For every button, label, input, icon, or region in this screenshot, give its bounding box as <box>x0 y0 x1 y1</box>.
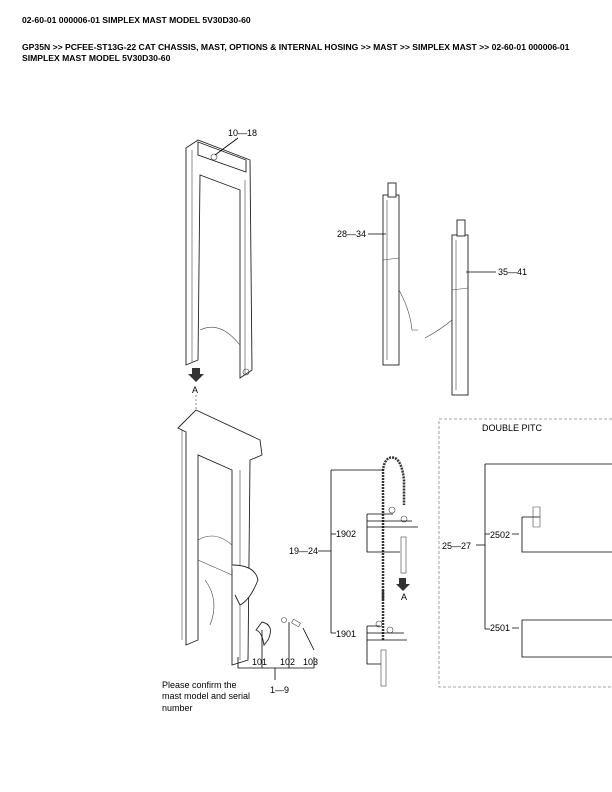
callout-part-103: 103 <box>303 657 318 667</box>
callout-cylinder-right: 35—41 <box>498 267 527 277</box>
callout-part-102: 102 <box>280 657 295 667</box>
breadcrumb: GP35N >> PCFEE-ST13G-22 CAT CHASSIS, MAS… <box>22 42 570 63</box>
arrow-down-icon <box>188 368 204 382</box>
callout-outer-mast: 1—9 <box>270 685 289 695</box>
callout-cylinder-left: 28—34 <box>337 229 366 239</box>
callout-dp-lower: 2501 <box>490 623 510 633</box>
callout-chain-upper: 1902 <box>336 529 356 539</box>
note-line-2: mast model and serial <box>162 691 250 701</box>
page-title: 02-60-01 000006-01 SIMPLEX MAST MODEL 5V… <box>22 15 251 25</box>
outer-mast-drawing <box>177 409 301 666</box>
callout-dp-upper: 2502 <box>490 530 510 540</box>
arrow-down-icon <box>396 578 410 591</box>
inner-mast-drawing <box>185 137 253 379</box>
callout-inner-mast: 10—18 <box>228 128 257 138</box>
lift-cylinder-left <box>382 182 418 366</box>
callout-double-pitch-group: 25—27 <box>442 541 471 551</box>
view-a-label-chain: A <box>401 592 407 602</box>
note-line-3: number <box>162 703 193 713</box>
lift-cylinder-right <box>424 219 469 396</box>
view-a-label-top: A <box>192 385 198 395</box>
chain-drawing <box>375 456 408 687</box>
callout-chain-lower: 1901 <box>336 629 356 639</box>
callout-part-101: 101 <box>252 657 267 667</box>
double-pitch-box <box>438 418 612 688</box>
double-pitch-label: DOUBLE PITC <box>482 423 543 433</box>
note-line-1: Please confirm the <box>162 680 237 690</box>
callout-chain-group: 19—24 <box>289 546 318 556</box>
